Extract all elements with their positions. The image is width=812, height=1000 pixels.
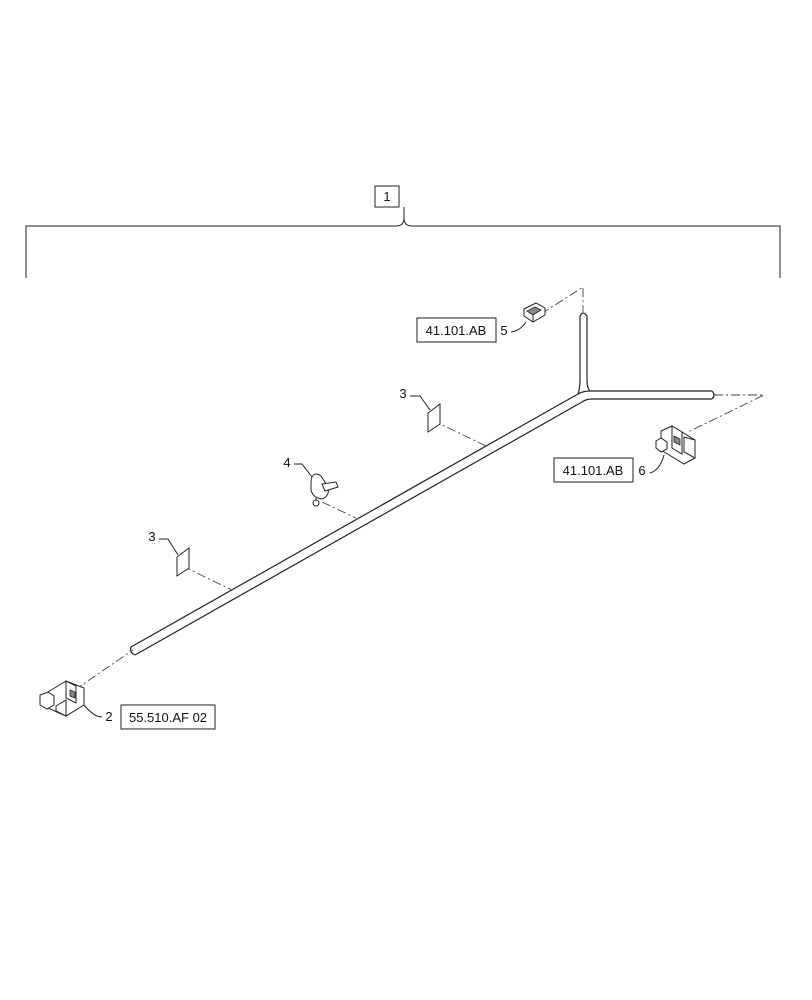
connector-left-ref[interactable]: 55.510.AF 02 xyxy=(129,710,207,725)
tag-upper-number: 3 xyxy=(399,386,406,401)
connector-left-ref-box[interactable] xyxy=(120,704,216,730)
assembly-bracket xyxy=(25,207,781,278)
connector-right-ref-box[interactable] xyxy=(553,457,634,483)
tag-upper-callout: 3 xyxy=(399,386,431,411)
connector-right-callout: 41.101.AB 6 xyxy=(553,454,665,483)
connector-right-part[interactable] xyxy=(655,425,696,465)
connector-top-callout: 41.101.AB 5 xyxy=(416,317,527,343)
assembly-callout-number: 1 xyxy=(383,189,390,204)
connector-top-number: 5 xyxy=(500,323,507,338)
tag-lower-part[interactable] xyxy=(176,547,190,577)
connector-right-ref[interactable]: 41.101.AB xyxy=(563,463,624,478)
connector-right-number: 6 xyxy=(638,463,645,478)
connector-top-part[interactable] xyxy=(523,302,546,323)
connector-left-number: 2 xyxy=(105,709,112,724)
clip-number: 4 xyxy=(283,455,290,470)
connector-top-ref[interactable]: 41.101.AB xyxy=(426,323,487,338)
tag-lower-number: 3 xyxy=(148,529,155,544)
centerlines xyxy=(59,286,765,701)
tag-lower-callout: 3 xyxy=(148,529,179,556)
wire-harness[interactable] xyxy=(129,312,715,656)
connector-top-ref-box[interactable] xyxy=(416,317,497,343)
clip-callout: 4 xyxy=(283,455,313,478)
tag-upper-part[interactable] xyxy=(427,403,441,433)
connector-left-part[interactable] xyxy=(39,680,85,717)
assembly-callout-group: 1 xyxy=(25,185,781,278)
clip-part[interactable] xyxy=(310,473,339,507)
assembly-callout-box[interactable] xyxy=(374,185,400,208)
connector-left-callout: 2 55.510.AF 02 xyxy=(83,704,216,730)
